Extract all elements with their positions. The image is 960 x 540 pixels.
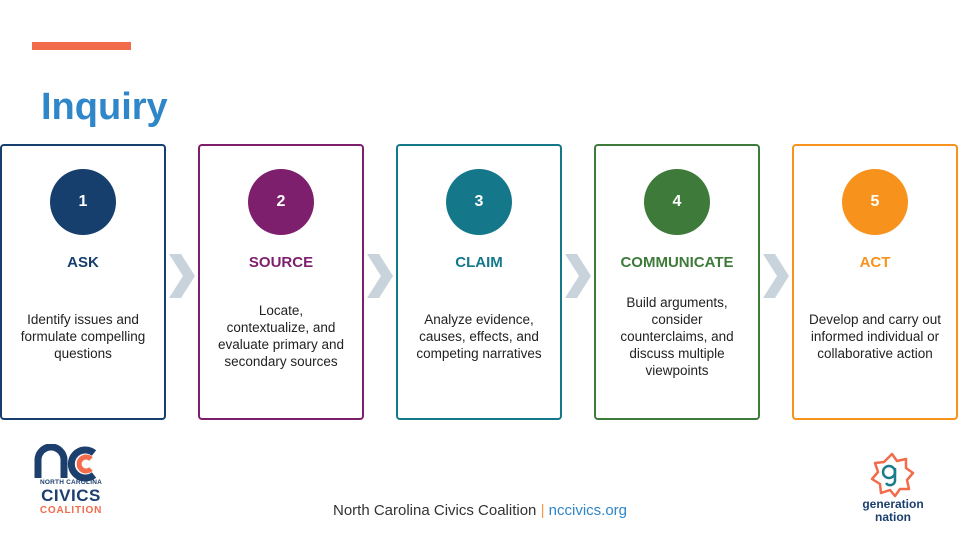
accent-bar [32, 42, 131, 50]
footer-url[interactable]: nccivics.org [548, 502, 628, 519]
step-title: ASK [67, 254, 99, 271]
nc-logo-line2: CIVICS [41, 486, 101, 505]
step-title: ACT [859, 254, 891, 271]
footer-separator: | [540, 502, 545, 519]
page-title: Inquiry [41, 86, 168, 128]
generation-nation-logo [870, 452, 915, 498]
step-description: Build arguments, consider counterclaims,… [620, 294, 734, 378]
generation-nation-text: generation nation [862, 497, 924, 524]
step-description: Analyze evidence, causes, effects, and c… [416, 311, 542, 361]
chevron-right-icon [169, 254, 195, 298]
step-number-circle: 2 [248, 169, 314, 235]
step-title: CLAIM [455, 254, 503, 271]
footer-org: North Carolina Civics Coalition [332, 502, 537, 519]
step-description: Identify issues and formulate compelling… [20, 311, 146, 361]
step-number-circle: 3 [446, 169, 512, 235]
step-description: Locate, contextualize, and evaluate prim… [217, 303, 345, 369]
nc-civics-logo [34, 444, 97, 482]
step-number-circle: 1 [50, 169, 116, 235]
chevron-right-icon [565, 254, 591, 298]
step-description: Develop and carry out informed individua… [808, 311, 942, 361]
chevron-right-icon [367, 254, 393, 298]
step-title: COMMUNICATE [620, 254, 734, 271]
footer: North Carolina Civics Coalition | nccivi… [0, 502, 960, 519]
chevron-right-icon [763, 254, 789, 298]
nc-logo-line3: COALITION [39, 505, 103, 516]
step-number-circle: 4 [644, 169, 710, 235]
nc-logo-line1: NORTH CAROLINA [39, 479, 103, 486]
step-title: SOURCE [248, 254, 314, 271]
step-number-circle: 5 [842, 169, 908, 235]
